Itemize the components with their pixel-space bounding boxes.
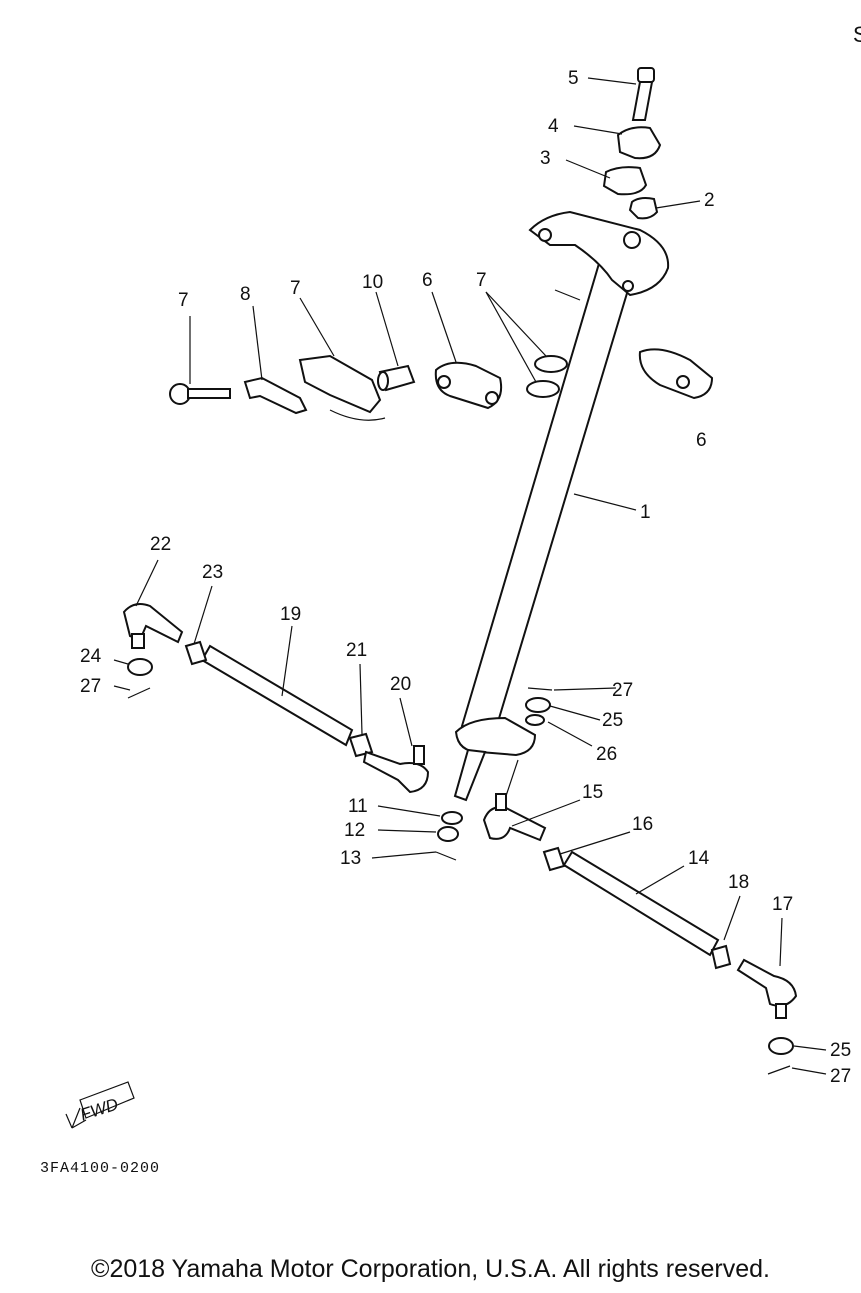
callout-5: 5 — [568, 68, 579, 89]
callout-8: 7 — [290, 278, 301, 299]
holder-6-right — [638, 348, 714, 400]
nut-17 — [542, 846, 566, 872]
callout-27-a: 27 — [80, 676, 101, 697]
callout-6-b: 6 — [696, 430, 707, 451]
callout-22: 21 — [346, 640, 367, 661]
page-code: 3FA4100-0200 — [40, 1160, 161, 1177]
callout-2: 2 — [704, 190, 715, 211]
callout-17: 16 — [632, 814, 653, 835]
nut-19 — [710, 944, 732, 970]
tie-rod-20 — [200, 644, 354, 747]
holder-6-left — [434, 361, 503, 410]
leader-lines — [113, 77, 827, 1075]
callout-16: 15 — [582, 782, 603, 803]
nut-24 — [184, 640, 208, 666]
callout-9: 7 — [178, 290, 189, 311]
pitman-arm — [453, 716, 537, 802]
callout-15: 14 — [688, 848, 710, 869]
tie-rod-end-23 — [122, 603, 184, 649]
callout-21: 20 — [390, 674, 411, 695]
callout-7: 7 — [476, 270, 487, 291]
callout-20: 19 — [280, 604, 301, 625]
small-hardware — [127, 658, 794, 1075]
callout-4: 4 — [548, 116, 559, 137]
callout-12: 11 — [348, 796, 368, 817]
callout-23: 22 — [150, 534, 171, 555]
callout-19: 18 — [728, 872, 749, 893]
bolt-5 — [631, 67, 655, 121]
washers-7 — [526, 355, 568, 398]
nut-22 — [348, 732, 374, 758]
holder-4 — [616, 126, 662, 160]
plate-8 — [298, 354, 386, 421]
callout-26: 26 — [596, 744, 617, 765]
callout-labels: 5 4 3 2 1 7 8 7 10 6 7 6 22 23 19 21 20 … — [80, 68, 851, 1087]
callout-18: 17 — [772, 894, 793, 915]
bolt-9 — [169, 383, 231, 405]
fwd-arrow — [65, 1081, 135, 1129]
corner-mark: S — [853, 22, 861, 47]
upper-bracket — [528, 210, 670, 297]
lock-plate-10 — [243, 376, 308, 415]
callout-6-a: 6 — [422, 270, 433, 291]
tie-rod-end-21 — [362, 745, 430, 794]
callout-27-b: 27 — [612, 680, 633, 701]
callout-1: 1 — [640, 502, 651, 523]
callout-11: 10 — [362, 272, 383, 293]
callout-13: 12 — [344, 820, 365, 841]
callout-10: 8 — [240, 284, 251, 305]
collar-2 — [628, 197, 659, 220]
callout-25-c: 25 — [830, 1040, 851, 1061]
callout-27-c: 27 — [830, 1066, 851, 1087]
copyright-text: ©2018 Yamaha Motor Corporation, U.S.A. A… — [91, 1255, 770, 1283]
tie-rod-end-18 — [736, 958, 798, 1019]
callout-3: 3 — [540, 148, 551, 169]
tie-rod-end-16 — [482, 793, 547, 842]
collar-11 — [377, 364, 416, 392]
callout-25-a: 24 — [80, 646, 102, 667]
tie-rod-15 — [562, 850, 720, 957]
steering-column — [460, 248, 639, 737]
callout-14: 13 — [340, 848, 361, 869]
holder-3 — [602, 166, 648, 196]
callout-24: 23 — [202, 562, 223, 583]
callout-25-b: 25 — [602, 710, 623, 731]
